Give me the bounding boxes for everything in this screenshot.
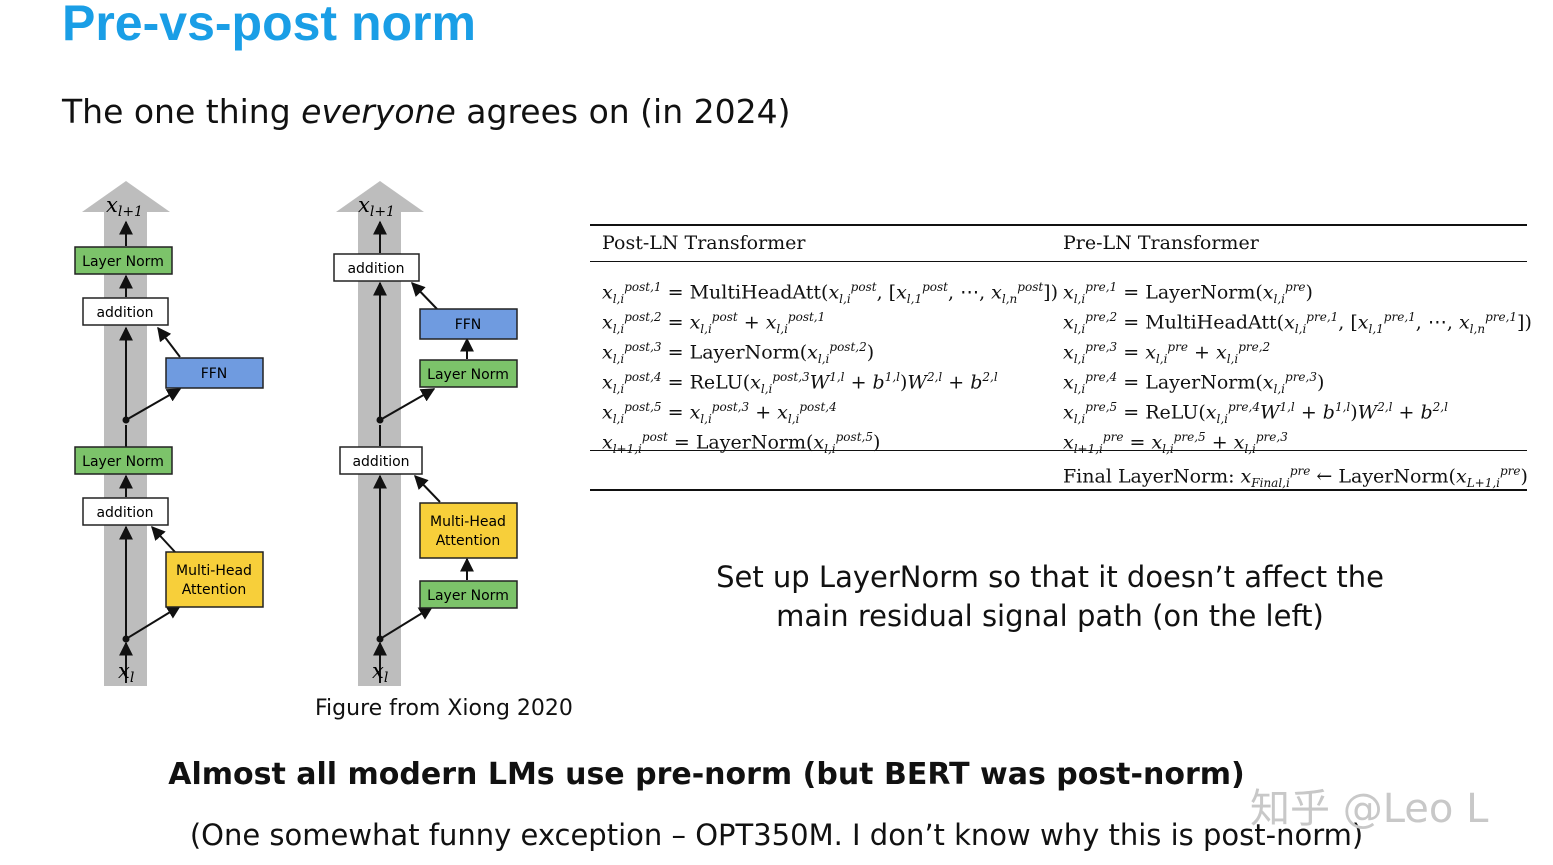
pre-ln-equation-6: xl+1,ipre = xl,ipre,5 + xl,ipre,3	[1063, 430, 1288, 456]
pre-ln-equation-1: xl,ipre,1 = LayerNorm(xl,ipre)	[1063, 280, 1313, 307]
pre-ln-equation-2: xl,ipre,2 = MultiHeadAtt(xl,ipre,1, [xl,…	[1063, 310, 1532, 337]
pre-band-arrowhead	[336, 181, 424, 212]
post-ffn-box	[165, 357, 264, 389]
pre-layer-norm-mid-label: Layer Norm	[427, 367, 509, 383]
transformer-diagrams: Layer Norm addition FFN Layer Norm addit…	[74, 181, 518, 686]
pre-ln-equation-4: xl,ipre,4 = LayerNorm(xl,ipre,3)	[1063, 370, 1325, 397]
post-addition-bottom-box	[82, 497, 169, 526]
pre-to-ln-arrow	[379, 606, 434, 640]
opt-exception-note: (One somewhat funny exception – OPT350M.…	[189, 818, 1364, 852]
zhihu-watermark: 知乎 @Leo L	[1250, 786, 1489, 832]
table-top-rule	[590, 224, 1527, 226]
pre-ln-equation-3: xl,ipre,3 = xl,ipre + xl,ipre,2	[1063, 340, 1271, 367]
pre-addition-bottom-box	[339, 446, 423, 475]
table-header-rule	[590, 261, 1527, 262]
pre-addition-top-label: addition	[347, 261, 404, 277]
post-addition-top-box	[82, 297, 169, 326]
pre-ln-diagram: addition FFN Layer Norm addition Multi-H…	[333, 181, 518, 686]
post-to-mha-arrow	[125, 605, 182, 640]
subtitle-emphasis: everyone	[301, 92, 456, 131]
pre-addition-top-box	[333, 253, 420, 282]
note-line-1: Set up LayerNorm so that it doesn’t affe…	[716, 560, 1384, 594]
post-ffn-label: FFN	[201, 366, 228, 382]
post-ln-equation-3: xl,ipost,3 = LayerNorm(xl,ipost,2)	[602, 340, 875, 367]
post-layer-norm-top-box	[74, 246, 173, 275]
pre-layer-norm-bottom-box	[419, 580, 518, 609]
post-mha-to-add-arrow	[151, 525, 176, 553]
table-mid-rule	[590, 450, 1527, 451]
layernorm-note: Set up LayerNorm so that it doesn’t affe…	[700, 558, 1400, 636]
post-to-ffn-arrow	[125, 388, 182, 421]
post-mha-label-2: Attention	[182, 582, 247, 598]
post-mha-label-1: Multi-Head	[176, 563, 252, 579]
post-layer-norm-top-label: Layer Norm	[82, 254, 164, 270]
subtitle-post: agrees on (in 2024)	[455, 92, 791, 131]
post-addition-bottom-label: addition	[96, 505, 153, 521]
post-ln-equation-1: xl,ipost,1 = MultiHeadAtt(xl,ipost, [xl,…	[602, 280, 1059, 307]
post-addition-top-label: addition	[96, 305, 153, 321]
post-ffn-to-add-arrow	[157, 326, 181, 358]
post-band-arrowhead	[82, 181, 170, 212]
pre-ln-equation-5: xl,ipre,5 = ReLU(xl,ipre,4W1,l + b1,l)W2…	[1063, 400, 1448, 427]
post-ln-diagram: Layer Norm addition FFN Layer Norm addit…	[74, 181, 264, 686]
slide-subtitle: The one thing everyone agrees on (in 202…	[62, 92, 790, 131]
pre-ffn-label: FFN	[455, 317, 482, 333]
pre-mha-box	[419, 502, 518, 559]
final-layernorm-equation: Final LayerNorm: xFinal,ipre ← LayerNorm…	[1063, 464, 1528, 491]
pre-ffn-box	[419, 308, 518, 340]
subtitle-pre: The one thing	[62, 92, 302, 131]
post-mha-box	[165, 551, 264, 608]
note-line-2: main residual signal path (on the left)	[776, 599, 1324, 633]
post-ln-header: Post-LN Transformer	[602, 232, 806, 254]
table-bottom-rule	[590, 489, 1527, 491]
figure-caption: Figure from Xiong 2020	[315, 696, 573, 721]
post-ln-equations: xl,ipost,1 = MultiHeadAtt(xl,ipost, [xl,…	[602, 272, 1059, 456]
pre-ffn-to-add-arrow	[411, 281, 438, 310]
pre-mha-to-add-arrow	[414, 474, 441, 503]
pre-addition-bottom-label: addition	[352, 454, 409, 470]
post-layer-norm-bottom-label: Layer Norm	[82, 454, 164, 470]
post-ln-equation-4: xl,ipost,4 = ReLU(xl,ipost,3W1,l + b1,l)…	[602, 370, 998, 397]
post-layer-norm-bottom-box	[74, 446, 173, 475]
slide-title: Pre-vs-post norm	[62, 0, 476, 51]
pre-mha-label-1: Multi-Head	[430, 514, 506, 530]
pre-ln-header: Pre-LN Transformer	[1063, 232, 1259, 254]
pre-norm-statement: Almost all modern LMs use pre-norm (but …	[168, 757, 1245, 792]
post-input-label: xl	[118, 659, 134, 686]
post-ln-equation-2: xl,ipost,2 = xl,ipost + xl,ipost,1	[602, 310, 826, 337]
pre-layer-norm-bottom-label: Layer Norm	[427, 588, 509, 604]
post-ln-equation-6: xl+1,ipost = LayerNorm(xl,ipost,5)	[602, 430, 881, 456]
pre-layer-norm-mid-box	[419, 359, 518, 388]
pre-output-label: xl+1	[358, 193, 395, 220]
pre-input-label: xl	[372, 659, 388, 686]
pre-ln-equations: xl,ipre,1 = LayerNorm(xl,ipre) xl,ipre,2 …	[1063, 272, 1532, 456]
pre-mha-label-2: Attention	[436, 533, 501, 549]
pre-to-ln-mid-arrow	[379, 388, 436, 421]
post-output-label: xl+1	[106, 193, 143, 220]
post-ln-equation-5: xl,ipost,5 = xl,ipost,3 + xl,ipost,4	[602, 400, 837, 427]
